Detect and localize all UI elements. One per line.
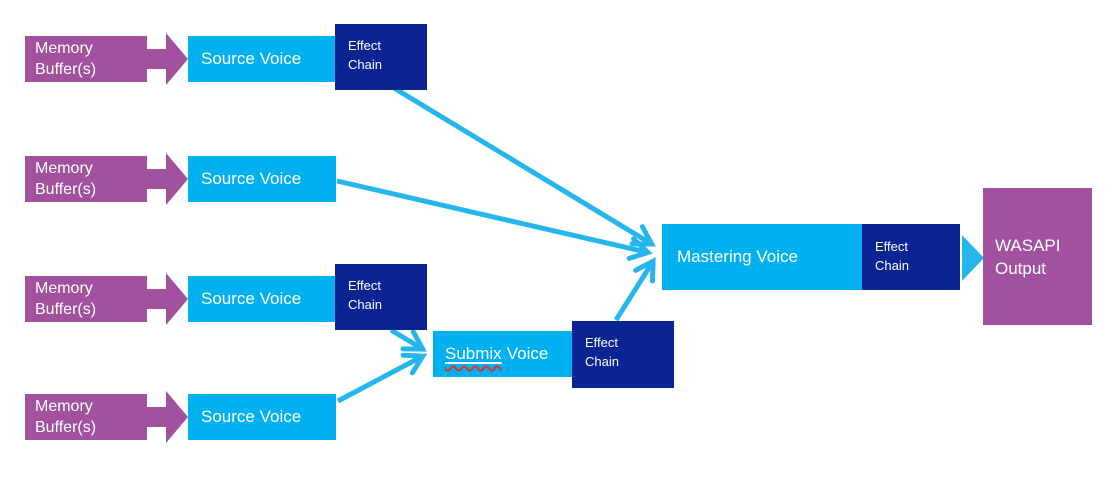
wasapi-output: WASAPI Output: [983, 188, 1092, 325]
source-voice-label: Source Voice: [201, 49, 302, 68]
mastering-voice: Mastering Voice: [662, 224, 862, 290]
source-voice-4: Source Voice: [188, 394, 336, 440]
submix-word-with-squiggle: Submix: [445, 344, 502, 363]
buffer-arrow-3: [146, 273, 188, 325]
arrow-source2-to-mastering: [336, 178, 653, 261]
effect-chain-label-line2: Chain: [875, 258, 909, 273]
source-voice-label: Source Voice: [201, 407, 302, 426]
buffer-arrow-1: [146, 33, 188, 85]
effect-chain-mastering: Effect Chain: [862, 224, 960, 290]
memory-buffer-label-line2: Buffer(s): [35, 301, 97, 318]
memory-buffer-label-line1: Memory: [35, 160, 93, 177]
effect-chain-label-line1: Effect: [348, 278, 382, 293]
buffer-arrow-4: [146, 391, 188, 443]
source-voice-label: Source Voice: [201, 169, 302, 188]
memory-buffer-4: Memory Buffer(s): [25, 394, 147, 440]
mastering-voice-label: Mastering Voice: [677, 247, 798, 266]
effect-chain-label-line2: Chain: [585, 354, 619, 369]
effect-chain-label-line2: Chain: [348, 57, 382, 72]
memory-buffer-label-line1: Memory: [35, 280, 93, 297]
effect-chain-1: Effect Chain: [335, 24, 427, 90]
source-voice-2: Source Voice: [188, 156, 336, 202]
effect-chain-label-line2: Chain: [348, 297, 382, 312]
buffer-arrow-2: [146, 153, 188, 205]
source-voice-1: Source Voice: [188, 36, 336, 82]
effect-chain-label-line1: Effect: [875, 239, 909, 254]
memory-buffer-3: Memory Buffer(s): [25, 276, 147, 322]
memory-buffer-label-line2: Buffer(s): [35, 61, 97, 78]
memory-buffer-label-line2: Buffer(s): [35, 419, 97, 436]
submix-word-rest: Voice: [506, 344, 549, 363]
arrow-effectchain1-to-mastering: [392, 85, 656, 247]
effect-chain-3: Effect Chain: [335, 264, 427, 330]
wasapi-output-label-line1: WASAPI: [995, 235, 1061, 255]
memory-buffer-label-line1: Memory: [35, 40, 93, 57]
arrow-effectchain3-to-submix: [389, 327, 427, 352]
arrow-source4-to-submix: [336, 352, 428, 404]
source-voice-label: Source Voice: [201, 289, 302, 308]
memory-buffer-label-line2: Buffer(s): [35, 181, 97, 198]
effect-chain-submix: Effect Chain: [572, 321, 674, 388]
arrow-submixchain-to-mastering: [613, 257, 656, 322]
source-voice-3: Source Voice: [188, 276, 336, 322]
wasapi-output-label-line2: Output: [995, 258, 1047, 278]
memory-buffer-1: Memory Buffer(s): [25, 36, 147, 82]
arrow-mastering-to-wasapi: [962, 235, 984, 281]
memory-buffer-label-line1: Memory: [35, 398, 93, 415]
memory-buffer-2: Memory Buffer(s): [25, 156, 147, 202]
effect-chain-label-line1: Effect: [585, 335, 619, 350]
effect-chain-label-line1: Effect: [348, 38, 382, 53]
